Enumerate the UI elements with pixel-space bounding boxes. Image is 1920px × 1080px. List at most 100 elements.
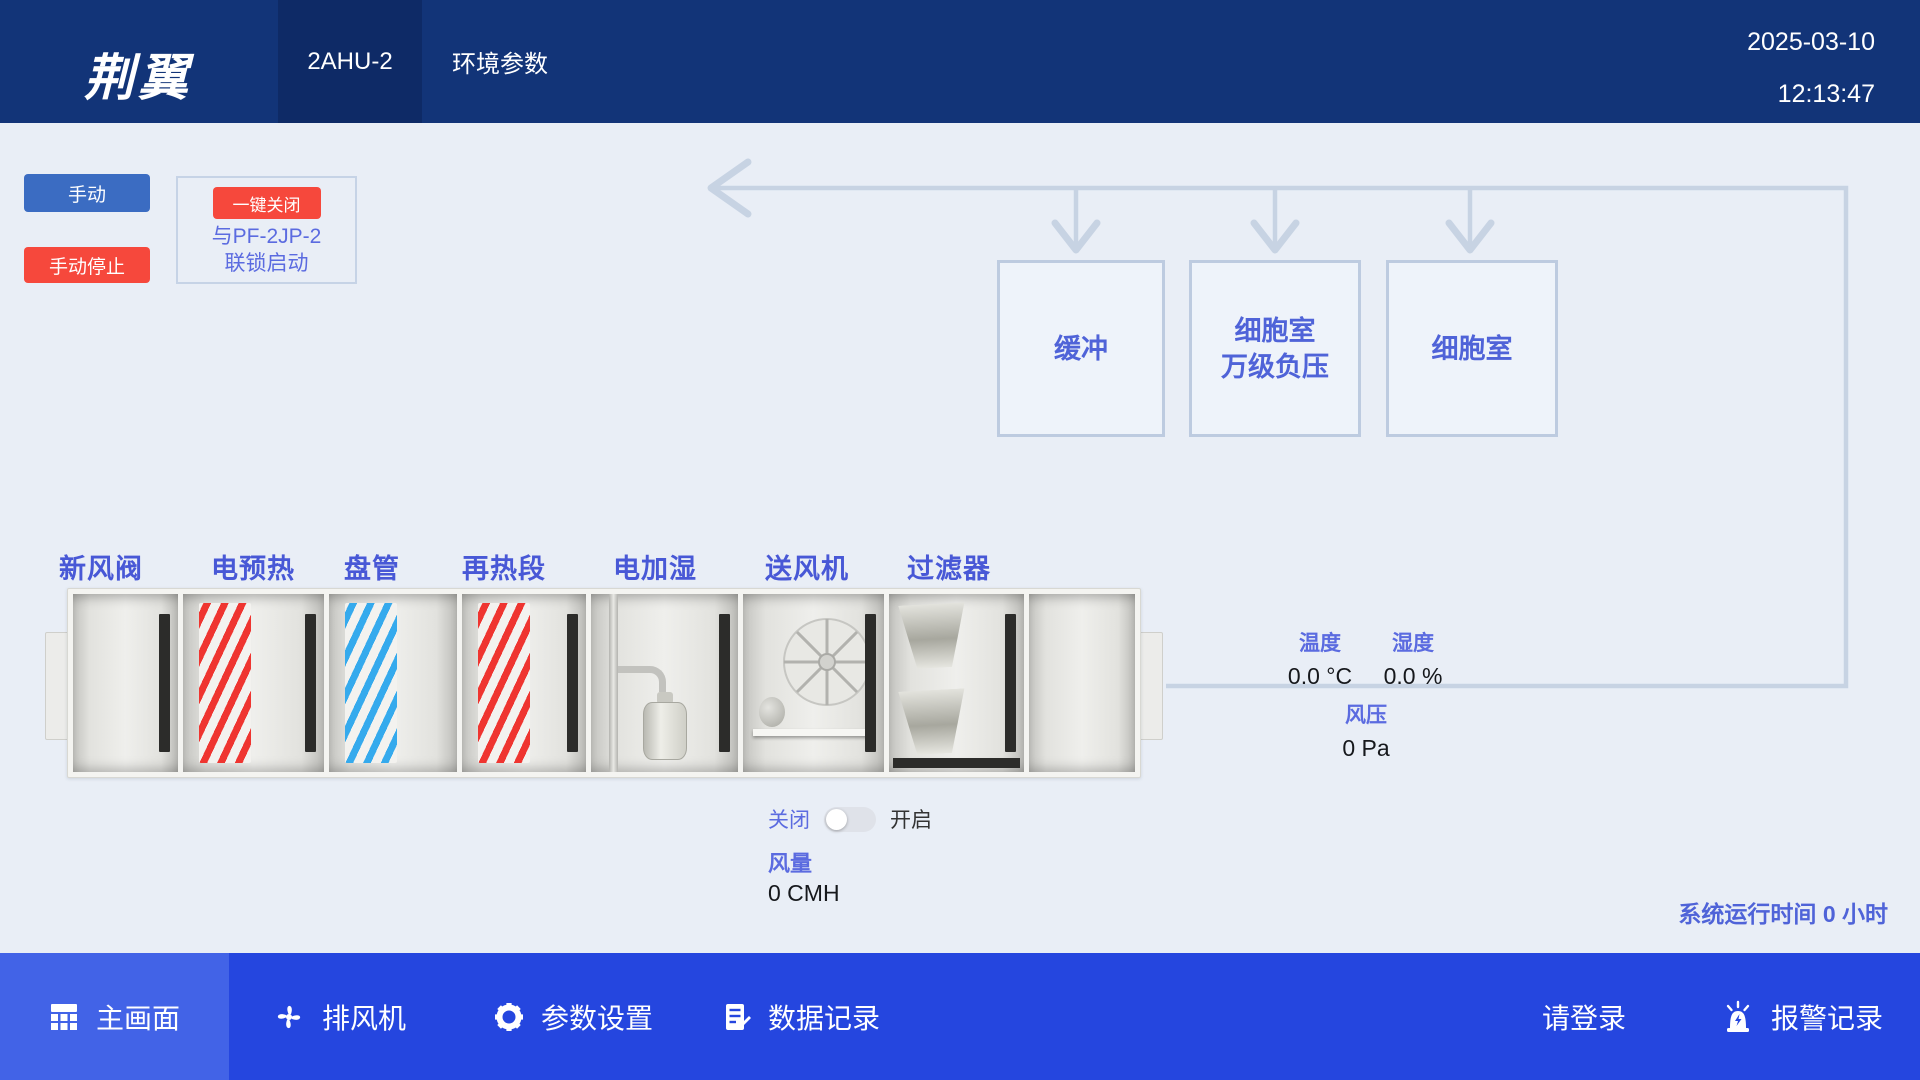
pressure-label: 风压	[1345, 704, 1387, 727]
datetime-display: 2025-03-10 12:13:47	[1747, 16, 1875, 120]
toggle-on-label: 开启	[890, 809, 932, 832]
fan-icon	[273, 1001, 305, 1033]
fan-wheel-icon	[782, 618, 871, 706]
ahu-section-electric-preheat	[183, 594, 325, 772]
nav-item-main-screen[interactable]: 主画面	[0, 953, 229, 1080]
ahu-right-cap	[1139, 632, 1163, 740]
nav-item-label: 参数设置	[541, 1002, 654, 1034]
heating-coil	[199, 603, 252, 763]
ahu-section-reheat	[462, 594, 586, 772]
manual-mode-button[interactable]: 手动	[24, 174, 150, 212]
humidity-label: 湿度	[1392, 632, 1434, 655]
filter-cone	[895, 602, 970, 670]
pressure-value: 0 Pa	[1342, 735, 1390, 761]
damper-bar	[864, 614, 876, 752]
runtime-value: 0	[1822, 901, 1836, 927]
nav-item-exhaust-fan[interactable]: 排风机	[273, 953, 406, 1080]
nav-item-alarm-records[interactable]: 报警记录	[1722, 953, 1883, 1080]
alarm-siren-icon	[1722, 1000, 1754, 1034]
humidifier-elbow-pipe	[617, 666, 666, 692]
fan-shelf	[752, 729, 870, 736]
date-text: 2025-03-10	[1747, 28, 1875, 56]
ahu-left-cap	[45, 632, 69, 740]
nav-item-parameter-settings[interactable]: 参数设置	[494, 953, 653, 1080]
nav-item-data-records[interactable]: 数据记录	[723, 953, 880, 1080]
fan-motor	[758, 697, 785, 727]
ahu-section-outlet	[1028, 594, 1135, 772]
interlock-text-line2: 联锁启动	[224, 252, 309, 275]
room-label: 缓冲	[1054, 333, 1108, 364]
temperature-label: 温度	[1299, 632, 1341, 655]
room-label: 细胞室	[1431, 333, 1513, 364]
fan-power-toggle-row: 关闭 开启	[768, 804, 932, 834]
ahu-section-coil	[329, 594, 458, 772]
runtime-label: 系统运行时间	[1678, 901, 1817, 927]
drop-arrow-icon	[1445, 219, 1495, 254]
manual-stop-button[interactable]: 手动停止	[24, 247, 150, 283]
nav-item-label: 数据记录	[768, 1002, 881, 1034]
header-bar: 荆翼 2AHU-2 环境参数 2025-03-10 12:13:47	[0, 0, 1920, 123]
damper-bar	[159, 614, 171, 752]
nav-item-label: 报警记录	[1771, 1002, 1884, 1034]
gear-icon	[494, 1002, 524, 1032]
humidifier-pipe	[608, 594, 618, 772]
reheat-coil	[478, 603, 531, 763]
damper-bar	[1004, 614, 1016, 752]
temperature-value: 0.0 °C	[1287, 663, 1353, 689]
label-electric-humidifier: 电加湿	[613, 554, 697, 584]
temperature-reading: 温度 0.0 °C	[1270, 627, 1370, 690]
nav-item-label: 排风机	[322, 1002, 407, 1034]
ahu-section-filter	[888, 594, 1024, 772]
humidifier-tank-neck	[656, 692, 673, 704]
pressure-reading: 风压 0 Pa	[1316, 699, 1416, 762]
label-reheat-section: 再热段	[462, 554, 546, 584]
ahu-section-supply-fan	[742, 594, 884, 772]
nav-login-label: 请登录	[1542, 1002, 1627, 1034]
ahu-section-humidifier	[590, 594, 738, 772]
toggle-knob	[826, 808, 847, 830]
damper-bar	[566, 614, 578, 752]
label-fresh-air-valve: 新风阀	[59, 554, 143, 584]
drop-arrow-icon	[1051, 219, 1101, 254]
one-key-close-button[interactable]: 一键关闭	[212, 187, 321, 219]
grid-icon	[49, 1002, 79, 1032]
app-logo: 荆翼	[84, 50, 192, 106]
humidity-value: 0.0 %	[1383, 663, 1443, 689]
interlock-text-line1: 与PF-2JP-2	[211, 225, 322, 248]
humidity-reading: 湿度 0.0 %	[1363, 627, 1463, 690]
room-label: 细胞室	[1234, 315, 1316, 346]
runtime-unit: 小时	[1842, 901, 1888, 927]
label-electric-preheat: 电预热	[211, 554, 295, 584]
label-filter: 过滤器	[907, 554, 991, 584]
airflow-label: 风量	[768, 851, 813, 876]
nav-item-label: 主画面	[95, 1002, 180, 1034]
tab-env-params[interactable]: 环境参数	[452, 51, 548, 78]
label-coil: 盘管	[344, 554, 400, 584]
bottom-nav-bar: 主画面 排风机	[0, 953, 1920, 1080]
tab-2ahu-2[interactable]: 2AHU-2	[278, 0, 422, 123]
filter-cone	[895, 688, 970, 756]
time-text: 12:13:47	[1777, 80, 1875, 108]
room-cell: 细胞室	[1386, 260, 1558, 437]
fan-power-toggle[interactable]	[824, 806, 876, 832]
toggle-off-label: 关闭	[768, 809, 810, 832]
nav-login-button[interactable]: 请登录	[1542, 953, 1626, 1080]
supply-arrow-icon	[707, 158, 752, 218]
ahu-unit-graphic	[67, 588, 1141, 778]
airflow-value: 0 CMH	[768, 880, 840, 906]
drop-arrow-icon	[1250, 219, 1300, 254]
ahu-section-fresh-air-valve	[73, 594, 179, 772]
label-supply-fan: 送风机	[765, 554, 849, 584]
room-label: 万级负压	[1221, 351, 1329, 382]
cooling-coil	[345, 603, 398, 763]
interlock-panel: 一键关闭 与PF-2JP-2 联锁启动	[176, 176, 357, 284]
records-icon	[723, 1002, 751, 1032]
room-buffer: 缓冲	[997, 260, 1165, 437]
system-runtime-text: 系统运行时间 0 小时	[1678, 895, 1888, 929]
filter-floor-bar	[892, 758, 1020, 768]
damper-bar	[718, 614, 730, 752]
humidifier-tank	[642, 702, 687, 760]
room-cell-negative-pressure: 细胞室 万级负压	[1189, 260, 1361, 437]
